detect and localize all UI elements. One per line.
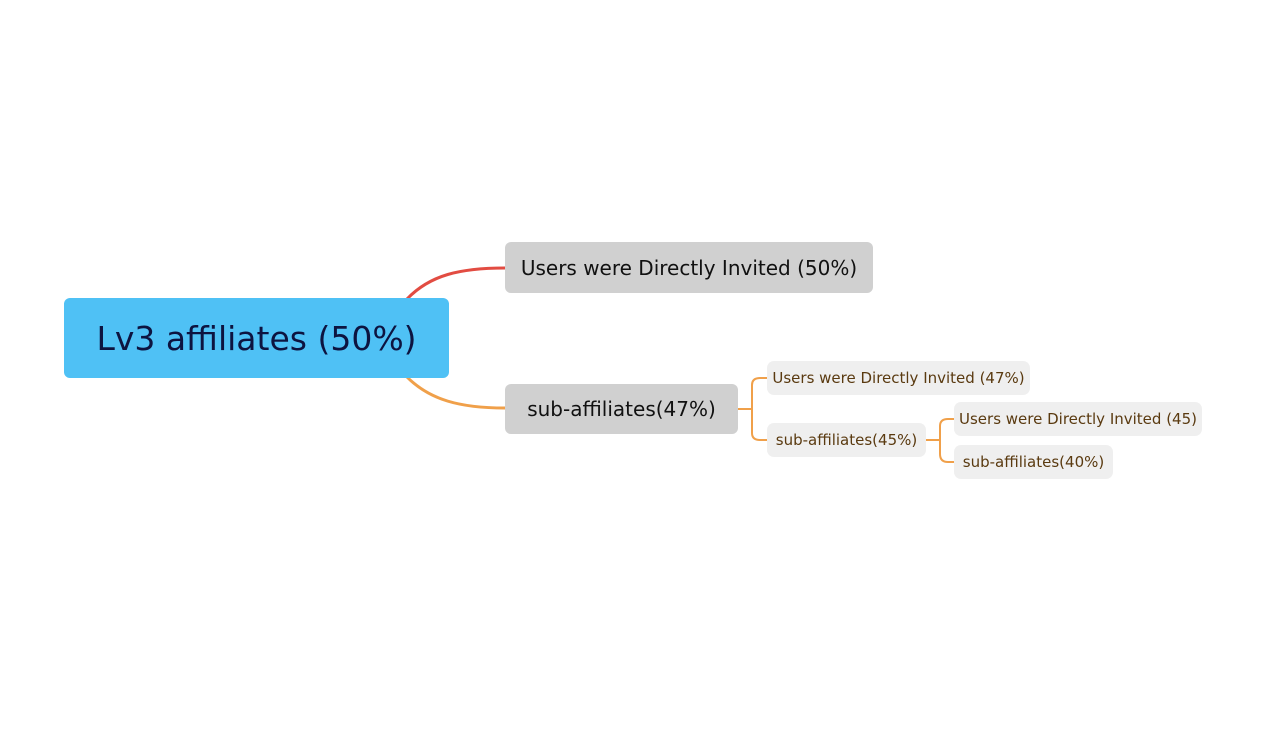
connector-sub2-to-children xyxy=(926,418,954,463)
connector-sub-to-children xyxy=(738,377,767,441)
node-users-directly-invited-47[interactable]: Users were Directly Invited (47%) xyxy=(767,361,1030,395)
node-label: sub-affiliates(47%) xyxy=(527,397,716,421)
root-node-label: Lv3 affiliates (50%) xyxy=(96,318,417,358)
node-label: sub-affiliates(45%) xyxy=(775,431,918,449)
node-sub-affiliates-45[interactable]: sub-affiliates(45%) xyxy=(767,423,926,457)
node-users-directly-invited-45[interactable]: Users were Directly Invited (45) xyxy=(954,402,1202,436)
node-label: Users were Directly Invited (50%) xyxy=(520,255,858,280)
node-label: Users were Directly Invited (47%) xyxy=(772,369,1025,387)
node-label: Users were Directly Invited (45) xyxy=(959,410,1197,428)
node-label: sub-affiliates(40%) xyxy=(962,453,1105,471)
node-sub-affiliates-47[interactable]: sub-affiliates(47%) xyxy=(505,384,738,434)
node-sub-affiliates-40[interactable]: sub-affiliates(40%) xyxy=(954,445,1113,479)
node-users-directly-invited-50[interactable]: Users were Directly Invited (50%) xyxy=(505,242,873,293)
connector-root-to-sub xyxy=(405,375,506,410)
connector-root-to-direct xyxy=(405,266,506,301)
root-node-lv3-affiliates[interactable]: Lv3 affiliates (50%) xyxy=(64,298,449,378)
